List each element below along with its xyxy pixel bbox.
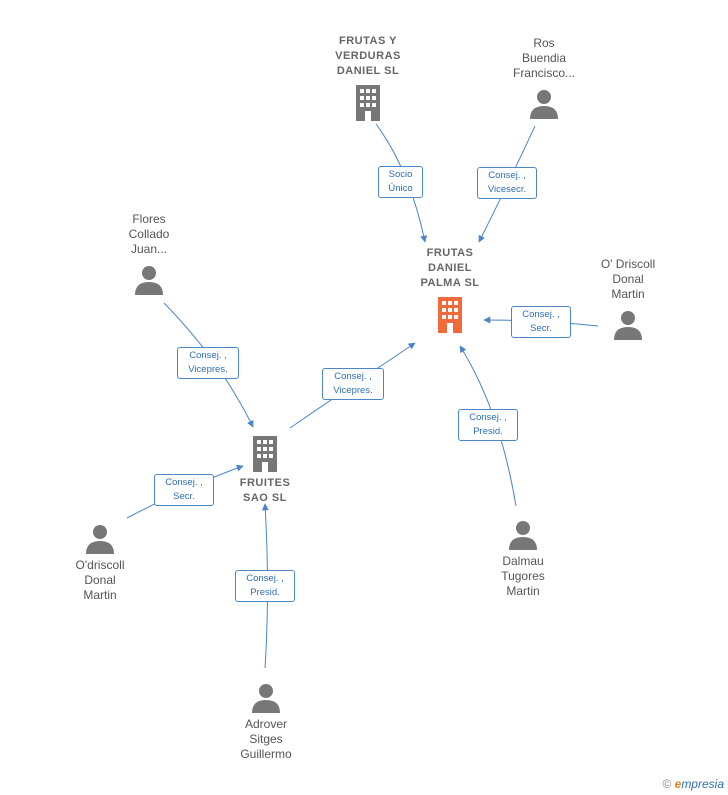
edge-label-consej-vicepres-center[interactable]: Consej. , Vicepres. — [322, 368, 384, 400]
edge-label-consej-vicepres-left[interactable]: Consej. , Vicepres. — [177, 347, 239, 379]
edge-label-socio-unico[interactable]: Socio Único — [378, 166, 423, 198]
node-odriscoll-donal-martin-right[interactable]: O' Driscoll Donal Martin — [578, 257, 678, 340]
person-icon — [509, 521, 537, 550]
edge-label-consej-secr-right[interactable]: Consej. , Secr. — [511, 306, 571, 338]
building-icon — [356, 85, 380, 121]
node-label: Ros Buendia Francisco... — [512, 36, 575, 80]
node-odriscoll-donal-martin-left[interactable]: O'driscoll Donal Martin — [50, 524, 150, 603]
building-icon — [438, 297, 462, 333]
node-label: FRUTAS Y VERDURAS DANIEL SL — [335, 35, 401, 77]
person-icon — [86, 525, 114, 554]
node-label: Dalmau Tugores Martin — [501, 554, 545, 598]
footer-brand: © empresia — [662, 777, 724, 791]
edge-label-consej-vicesecr[interactable]: Consej. , Vicesecr. — [477, 167, 537, 199]
person-icon — [135, 266, 163, 295]
node-label: FRUTAS DANIEL PALMA SL — [420, 247, 480, 289]
node-label: O'driscoll Donal Martin — [75, 558, 125, 602]
person-icon — [614, 311, 642, 340]
edge-label-consej-presid-left[interactable]: Consej. , Presid. — [235, 570, 295, 602]
copyright-icon: © — [662, 777, 672, 791]
node-ros-buendia[interactable]: Ros Buendia Francisco... — [494, 36, 594, 119]
node-label: Adrover Sitges Guillermo — [240, 717, 292, 761]
brand-logo-text: mpresia — [681, 777, 724, 791]
node-label: O' Driscoll Donal Martin — [600, 257, 656, 301]
node-label: FRUITES SAO SL — [239, 477, 291, 504]
building-icon — [253, 436, 277, 472]
brand-logo-e: e — [674, 777, 682, 791]
node-flores-collado[interactable]: Flores Collado Juan... — [99, 212, 199, 295]
node-adrover-sitges-guillermo[interactable]: Adrover Sitges Guillermo — [216, 683, 316, 762]
node-label: Flores Collado Juan... — [128, 212, 170, 256]
node-frutas-daniel-palma-sl[interactable]: FRUTAS DANIEL PALMA SL — [402, 246, 498, 333]
edge-label-consej-secr-left[interactable]: Consej. , Secr. — [154, 474, 214, 506]
person-icon — [252, 684, 280, 713]
node-dalmau-tugores-martin[interactable]: Dalmau Tugores Martin — [473, 520, 573, 599]
person-icon — [530, 90, 558, 119]
edge-label-consej-presid-right[interactable]: Consej. , Presid. — [458, 409, 518, 441]
node-fruites-sao-sl[interactable]: FRUITES SAO SL — [220, 436, 310, 506]
node-frutas-y-verduras-daniel-sl[interactable]: FRUTAS Y VERDURAS DANIEL SL — [318, 34, 418, 121]
